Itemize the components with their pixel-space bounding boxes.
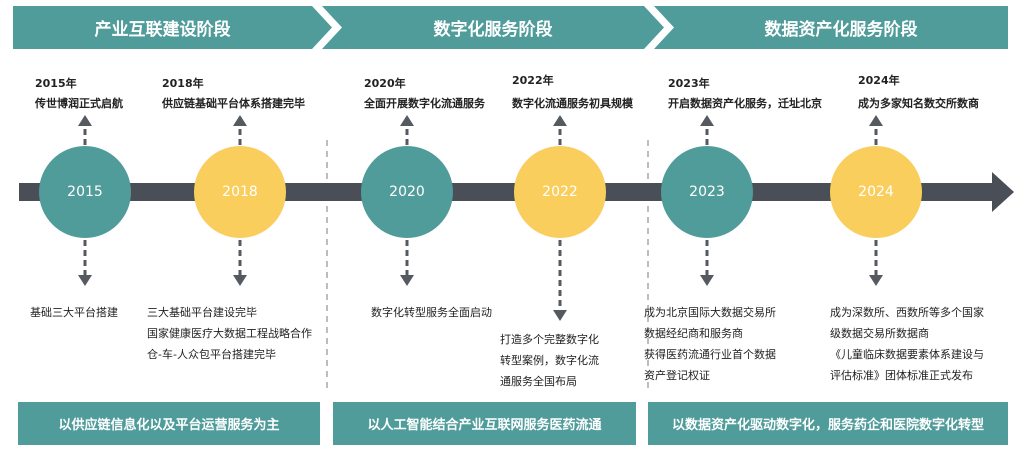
event-2023-detail-line: 成为北京国际大数据交易所 bbox=[644, 306, 776, 319]
phase-header-1: 产业互联建设阶段 bbox=[13, 6, 312, 49]
year-node-2023: 2023 bbox=[661, 146, 753, 238]
event-2023-top-year: 2023年 bbox=[668, 77, 710, 90]
phase-header-3-label: 数据资产化服务阶段 bbox=[764, 20, 918, 40]
year-node-2023-label: 2023 bbox=[689, 184, 725, 200]
phase-header-3: 数据资产化服务阶段 bbox=[674, 6, 1008, 49]
event-2018-detail-line: 国家健康医疗大数据工程战略合作 bbox=[147, 327, 312, 340]
event-2018-top-year: 2018年 bbox=[162, 77, 204, 90]
phase-header-1-label: 产业互联建设阶段 bbox=[94, 20, 231, 40]
event-2024-detail-line: 评估标准》团体标准正式发布 bbox=[830, 369, 973, 382]
event-2020-top-title: 全面开展数字化流通服务 bbox=[364, 97, 485, 110]
year-node-2015: 2015 bbox=[39, 146, 131, 238]
event-2023-details: 成为北京国际大数据交易所 数据经纪商和服务商 获得医药流通行业首个数据 资产登记… bbox=[644, 302, 776, 386]
event-2018-top-title: 供应链基础平台体系搭建完毕 bbox=[162, 97, 305, 110]
phase-summary-3-label: 以数据资产化驱动数字化，服务药企和医院数字化转型 bbox=[671, 418, 984, 433]
event-2023-detail-line: 数据经纪商和服务商 bbox=[644, 327, 743, 340]
event-2024-top-title: 成为多家知名数交所数商 bbox=[858, 97, 979, 110]
event-2018-details: 三大基础平台建设完毕 国家健康医疗大数据工程战略合作 仓-车-人众包平台搭建完毕 bbox=[147, 302, 312, 365]
event-2022-detail-line: 打造多个完整数字化 bbox=[500, 333, 599, 346]
event-2018-detail-line: 仓-车-人众包平台搭建完毕 bbox=[147, 348, 276, 361]
year-node-2018: 2018 bbox=[194, 146, 286, 238]
year-node-2022-label: 2022 bbox=[542, 184, 578, 200]
event-2023-top-title: 开启数据资产化服务，迁址北京 bbox=[668, 97, 822, 110]
year-node-2024-label: 2024 bbox=[858, 184, 894, 200]
arrowhead-up-2015 bbox=[78, 115, 92, 126]
arrowhead-down-2020 bbox=[400, 275, 414, 286]
event-2023-detail-line: 资产登记权证 bbox=[644, 369, 710, 382]
arrowhead-down-2018 bbox=[233, 275, 247, 286]
phase-summary-3: 以数据资产化驱动数字化，服务药企和医院数字化转型 bbox=[648, 402, 1008, 445]
event-2022-details: 打造多个完整数字化 转型案例，数字化流 通服务全国布局 bbox=[500, 329, 599, 392]
event-2024-top-year: 2024年 bbox=[858, 74, 900, 87]
arrowhead-up-2024 bbox=[869, 115, 883, 126]
event-2022-detail-line: 转型案例，数字化流 bbox=[500, 354, 599, 367]
event-2015-top-year: 2015年 bbox=[35, 77, 77, 90]
phase-header-2: 数字化服务阶段 bbox=[342, 6, 644, 49]
event-2020-details: 数字化转型服务全面启动 bbox=[371, 302, 492, 323]
event-2022-top-title: 数字化流通服务初具规模 bbox=[512, 97, 633, 110]
arrowhead-up-2018 bbox=[233, 115, 247, 126]
arrowhead-down-2015 bbox=[78, 275, 92, 286]
phase-header-shape-2 bbox=[322, 6, 664, 49]
phase-header-2-label: 数字化服务阶段 bbox=[433, 20, 553, 40]
phase-summary-2: 以人工智能结合产业互联网服务医药流通 bbox=[333, 402, 636, 445]
arrowhead-up-2023 bbox=[700, 115, 714, 126]
phase-header-shapes bbox=[13, 6, 1008, 49]
event-2015-top-title: 传世博润正式启航 bbox=[35, 97, 123, 110]
year-node-2018-label: 2018 bbox=[222, 184, 258, 200]
year-node-2020: 2020 bbox=[361, 146, 453, 238]
phase-summary-1: 以供应链信息化以及平台运营服务为主 bbox=[18, 402, 320, 445]
event-2024-detail-line: 成为深数所、西数所等多个国家 bbox=[830, 306, 984, 319]
event-2022-detail-line: 通服务全国布局 bbox=[500, 375, 577, 388]
arrowhead-down-2023 bbox=[700, 275, 714, 286]
event-2024-detail-line: 级数据交易所数据商 bbox=[830, 327, 929, 340]
year-node-2020-label: 2020 bbox=[389, 184, 425, 200]
event-2018-detail-line: 三大基础平台建设完毕 bbox=[147, 306, 257, 319]
phase-summary-2-label: 以人工智能结合产业互联网服务医药流通 bbox=[367, 418, 602, 433]
phase-summary-1-label: 以供应链信息化以及平台运营服务为主 bbox=[58, 418, 280, 433]
event-2023-detail-line: 获得医药流通行业首个数据 bbox=[644, 348, 776, 361]
arrowhead-down-2022 bbox=[553, 310, 567, 321]
event-2020-top-year: 2020年 bbox=[364, 77, 406, 90]
event-2024-details: 成为深数所、西数所等多个国家 级数据交易所数据商 《儿童临床数据要素体系建设与 … bbox=[830, 302, 984, 386]
phase-header-shape-1 bbox=[13, 6, 332, 49]
event-2015-details: 基础三大平台搭建 bbox=[30, 302, 118, 323]
event-2024-detail-line: 《儿童临床数据要素体系建设与 bbox=[830, 348, 984, 361]
year-node-2024: 2024 bbox=[830, 146, 922, 238]
arrowhead-up-2022 bbox=[553, 115, 567, 126]
arrowhead-up-2020 bbox=[400, 115, 414, 126]
timeline-axis-arrowhead bbox=[992, 172, 1014, 212]
event-2015-detail-line: 基础三大平台搭建 bbox=[30, 306, 118, 319]
arrowhead-down-2024 bbox=[869, 275, 883, 286]
event-2022-top-year: 2022年 bbox=[512, 74, 554, 87]
event-2020-detail-line: 数字化转型服务全面启动 bbox=[371, 306, 492, 319]
year-node-2015-label: 2015 bbox=[67, 184, 103, 200]
phase-header-shape-3 bbox=[654, 6, 1008, 49]
year-node-2022: 2022 bbox=[514, 146, 606, 238]
